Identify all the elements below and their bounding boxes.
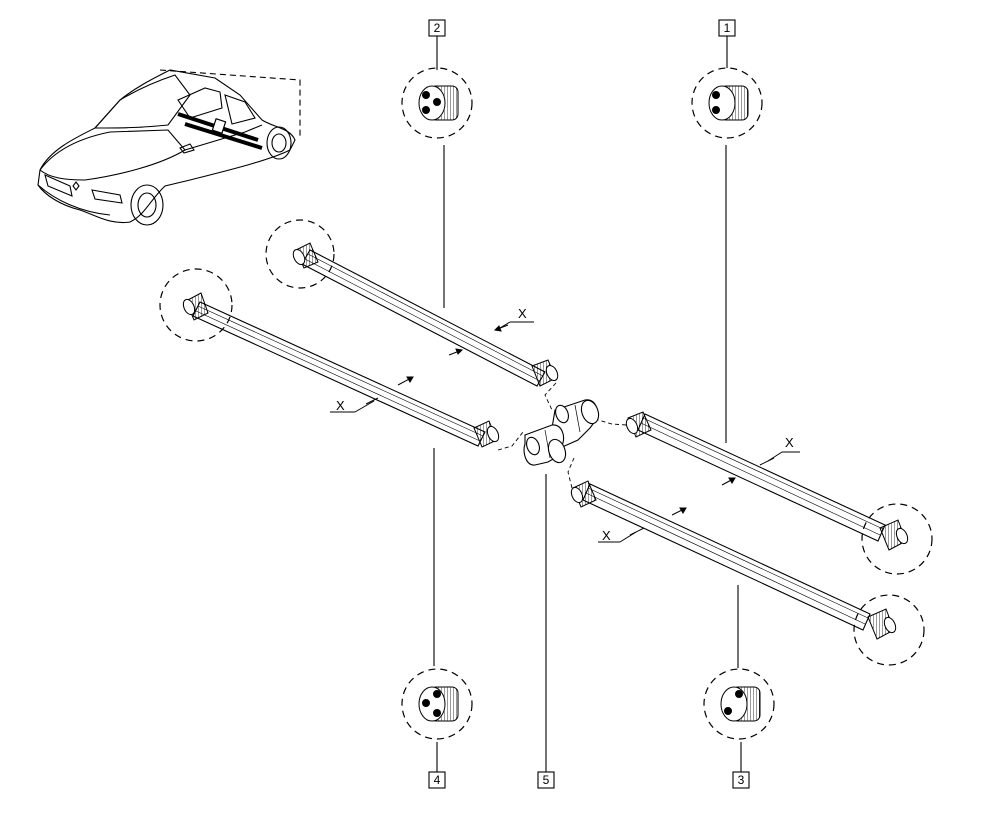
torsion-bar-3 (570, 480, 897, 640)
splined-end-icon (625, 411, 652, 438)
callout-box-2: 2 (428, 19, 446, 37)
end-marking-icon (418, 686, 459, 722)
callout-label-2: 2 (434, 21, 441, 35)
callout-label-3: 3 (738, 773, 745, 787)
callout-box-1: 1 (718, 19, 736, 37)
end-marking-detail-4 (401, 668, 473, 740)
splined-end-icon (570, 480, 597, 508)
splined-end-icon (292, 242, 319, 269)
splined-end-icon (182, 292, 209, 321)
splined-end-icon (531, 359, 559, 387)
end-marking-icon (708, 85, 749, 121)
dimension-label-x: X (336, 398, 345, 413)
splined-end-icon (879, 519, 909, 551)
vehicle-location-icon (37, 69, 301, 226)
detail-circle (861, 503, 933, 575)
callout-box-5: 5 (537, 771, 555, 789)
torsion-bar-4 (182, 292, 500, 448)
dimension-label-x: X (518, 306, 527, 321)
leader-lines (433, 36, 742, 772)
end-marking-detail-1 (691, 67, 763, 139)
dimension-label-x: X (785, 435, 794, 450)
callout-box-3: 3 (732, 771, 750, 789)
end-marking-detail-3 (703, 668, 775, 740)
end-marking-detail-2 (401, 67, 473, 139)
callout-label-1: 1 (724, 21, 731, 35)
central-mounting-bracket (523, 399, 600, 466)
splined-end-icon (473, 420, 500, 448)
splined-end-icon (867, 608, 897, 640)
dimension-marks (330, 321, 800, 543)
dimension-label-x: X (602, 528, 611, 543)
torsion-bar-1 (625, 411, 909, 551)
torsion-bar-2 (292, 242, 559, 387)
callout-label-5: 5 (543, 773, 550, 787)
end-marking-icon (720, 686, 761, 722)
detail-circle (265, 219, 335, 289)
callout-box-4: 4 (428, 771, 446, 789)
detail-circle (159, 268, 233, 342)
callout-label-4: 4 (434, 773, 441, 787)
end-marking-icon (418, 85, 459, 121)
assembly-guide-lines (497, 382, 627, 489)
detail-circle (853, 594, 925, 666)
